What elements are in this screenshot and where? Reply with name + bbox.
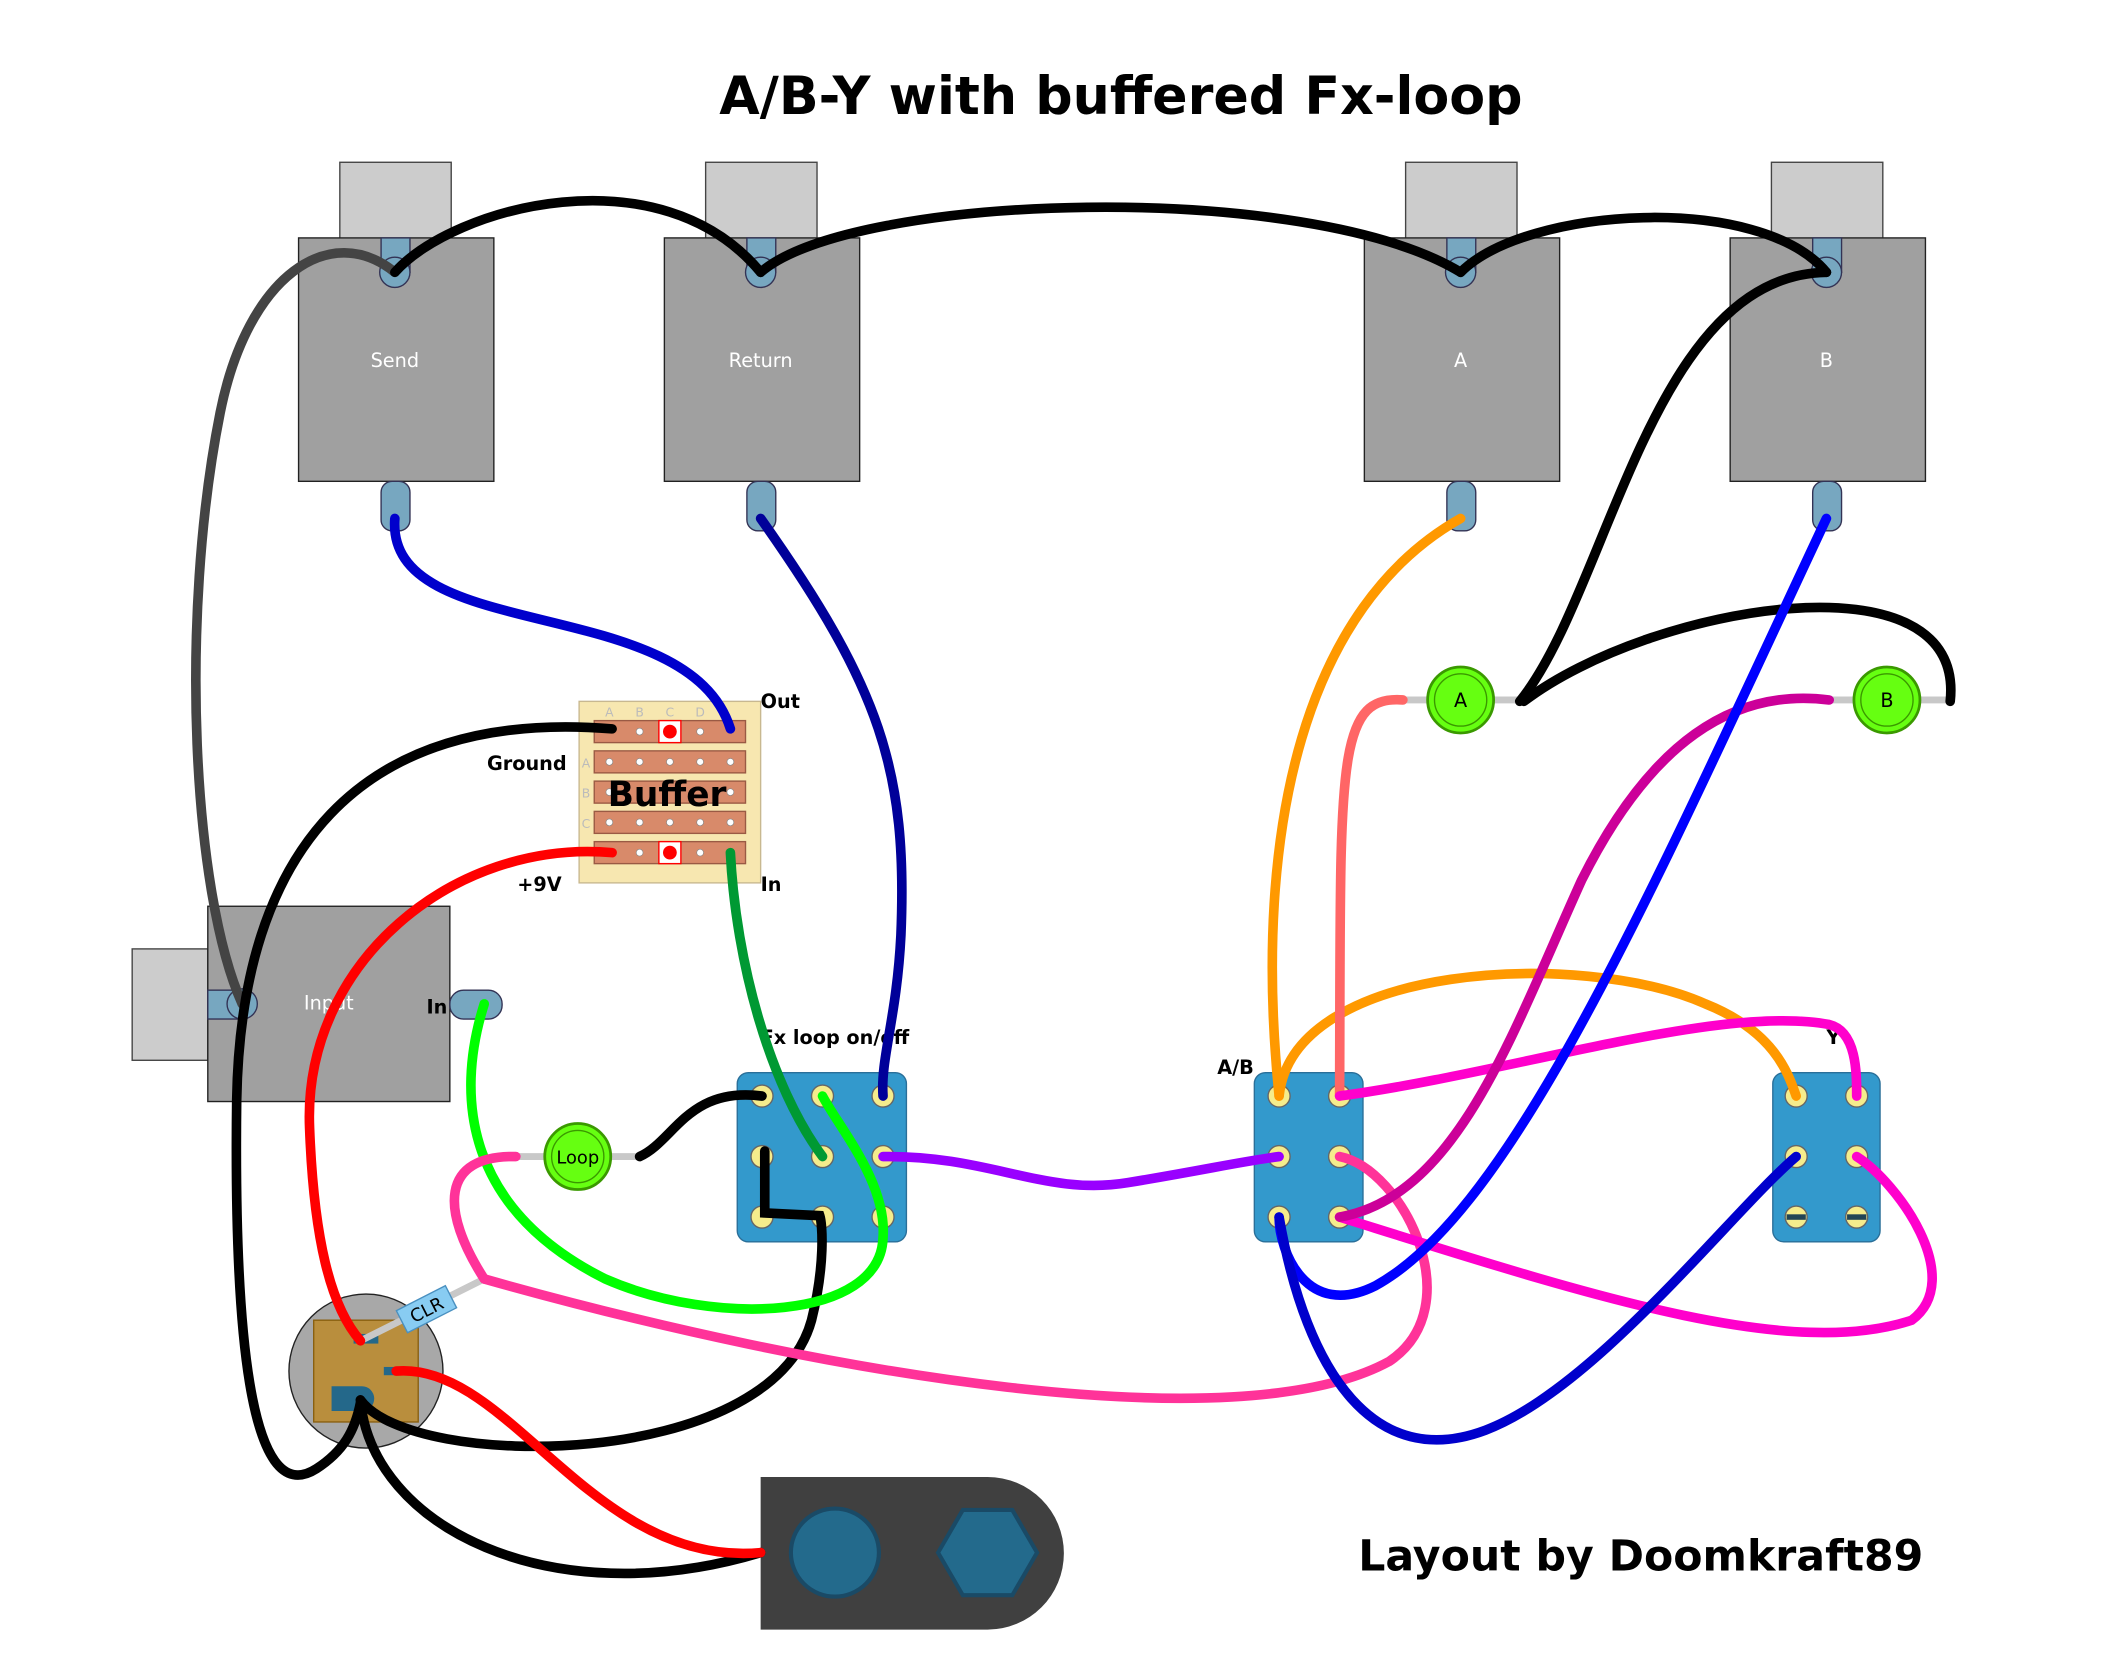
wire-black bbox=[1519, 602, 1956, 707]
wire-dark-green bbox=[725, 847, 828, 1162]
wire-black bbox=[191, 248, 400, 1009]
wires bbox=[191, 196, 1956, 1579]
wire-pink bbox=[479, 1151, 1432, 1404]
buffer-out-label: Out bbox=[761, 690, 800, 713]
column-label: C bbox=[666, 705, 675, 719]
wire-black bbox=[231, 722, 617, 1480]
switch-fx-loop: Fx loop on/off bbox=[736, 1026, 910, 1243]
jack-label: Return bbox=[729, 349, 793, 372]
input-lug-label: In bbox=[426, 996, 447, 1019]
switch-ab: A/B bbox=[1217, 1056, 1364, 1243]
row-label: C bbox=[582, 817, 591, 831]
wire-blue bbox=[1274, 513, 1832, 1300]
jack-return: Return bbox=[663, 161, 861, 532]
jack-label: A bbox=[1454, 349, 1468, 372]
wire-green bbox=[466, 999, 888, 1314]
jack-label: Send bbox=[371, 349, 419, 372]
wire-magenta bbox=[1334, 1151, 1937, 1338]
led-loop: Loop bbox=[515, 1122, 640, 1191]
led-label: B bbox=[1880, 689, 1893, 712]
buffer-board: A B C D A B C Buffer Out Ground +9V In bbox=[487, 690, 800, 896]
row-label: B bbox=[582, 787, 590, 801]
wire-navy bbox=[1274, 1151, 1801, 1445]
buffer-label: Buffer bbox=[608, 775, 727, 815]
wire-pink bbox=[449, 1151, 521, 1284]
wire-red bbox=[304, 846, 617, 1346]
wire-salmon bbox=[1334, 694, 1408, 1101]
switch-label: Fx loop on/off bbox=[761, 1026, 910, 1049]
wire-black bbox=[634, 1090, 767, 1162]
wire-black bbox=[755, 202, 1466, 278]
wire-purple bbox=[878, 1151, 1284, 1191]
buffer-in-label: In bbox=[761, 873, 782, 896]
wire-violet-red bbox=[1334, 693, 1834, 1222]
column-label: A bbox=[605, 705, 614, 719]
wire-red bbox=[391, 1366, 766, 1559]
wire-black bbox=[1455, 212, 1832, 278]
led-a: A bbox=[1402, 665, 1520, 735]
jack-a: A bbox=[1363, 161, 1561, 532]
wire-black bbox=[1514, 267, 1832, 707]
buffer-power-label: +9V bbox=[517, 873, 562, 896]
jack-b: B bbox=[1729, 161, 1927, 532]
diagram-title: A/B-Y with buffered Fx-loop bbox=[719, 67, 1522, 127]
wire-black bbox=[355, 1395, 766, 1579]
wire-blue bbox=[389, 513, 736, 734]
footswitch bbox=[760, 1476, 1064, 1630]
wire-orange bbox=[1267, 513, 1466, 1101]
switch-y: Y bbox=[1772, 1026, 1881, 1243]
led-label: Loop bbox=[556, 1147, 599, 1168]
row-label: A bbox=[582, 756, 591, 770]
credit: Layout by Doomkraft89 bbox=[1358, 1531, 1923, 1581]
led-b: B bbox=[1829, 665, 1951, 735]
jack-label: B bbox=[1820, 349, 1833, 372]
column-label: B bbox=[635, 705, 643, 719]
wire-black bbox=[355, 1146, 827, 1452]
jack-send: Send bbox=[297, 161, 495, 532]
buffer-ground-label: Ground bbox=[487, 752, 567, 775]
wire-magenta bbox=[1334, 1015, 1862, 1101]
led-label: A bbox=[1454, 689, 1468, 712]
wire-navy bbox=[755, 513, 907, 1101]
switch-label: A/B bbox=[1217, 1056, 1254, 1079]
column-label: D bbox=[695, 705, 705, 719]
wire-black bbox=[390, 196, 766, 278]
